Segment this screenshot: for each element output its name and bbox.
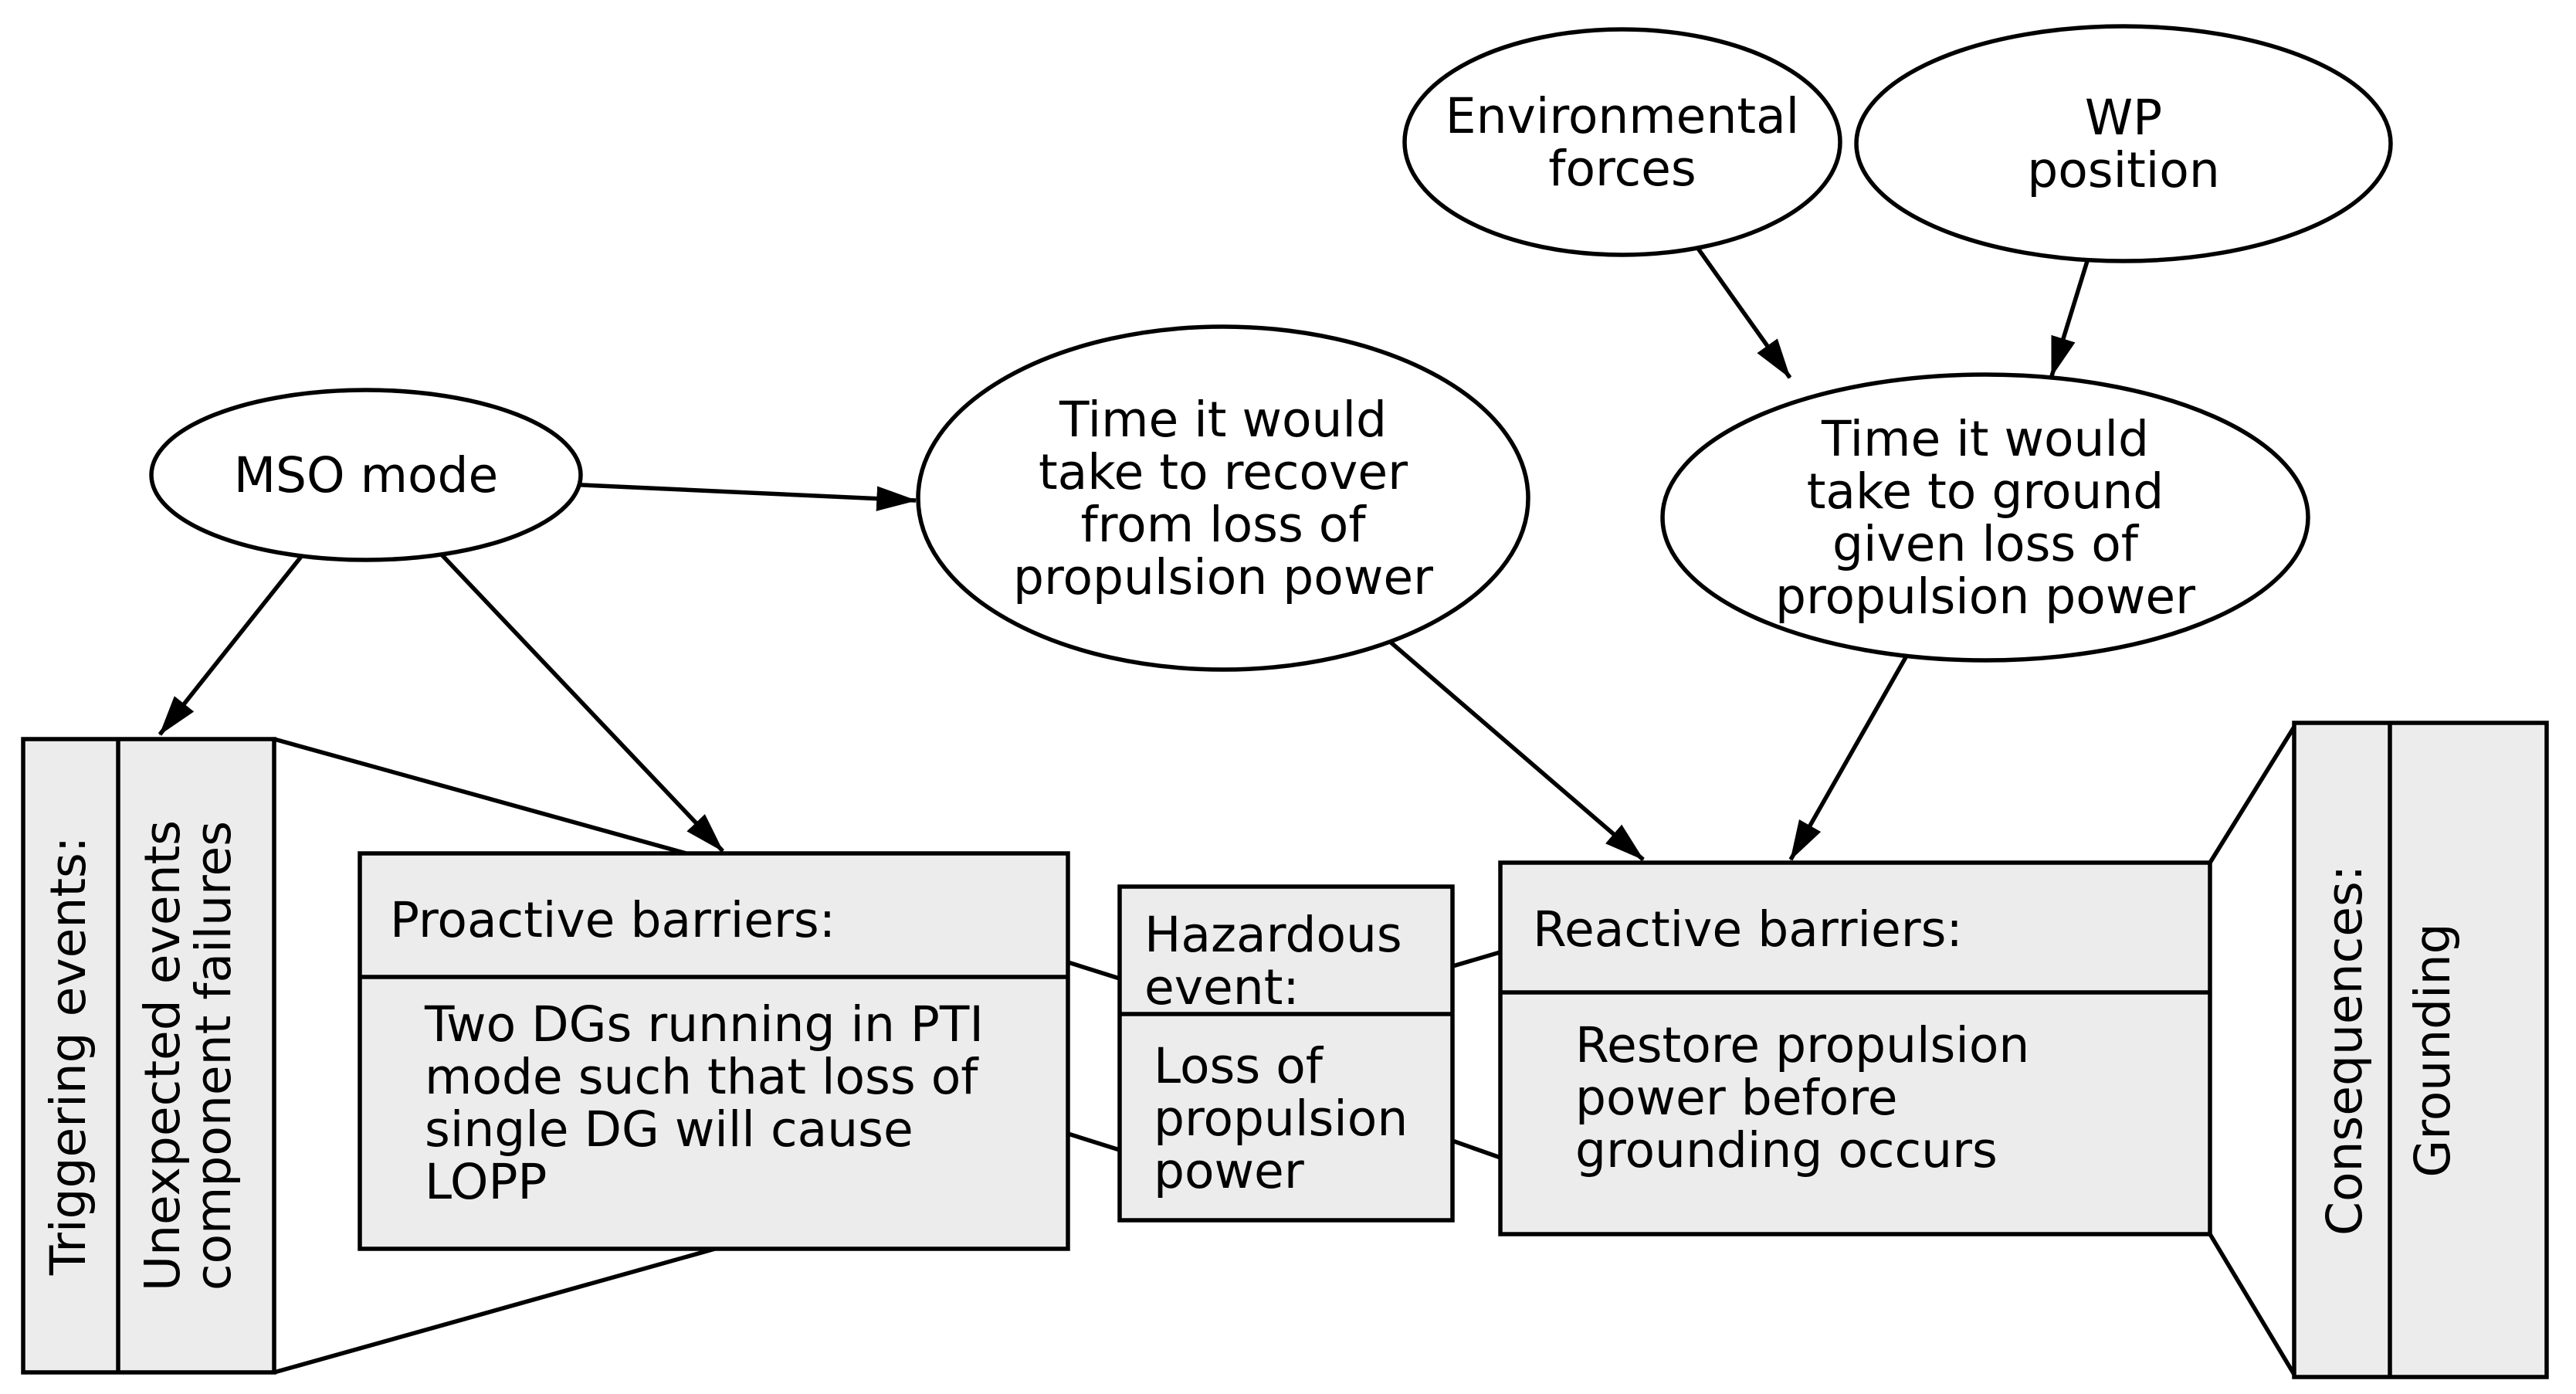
box-consequences: Consequences: Grounding <box>2292 721 2549 1379</box>
time-to-ground-label-line3: given loss of <box>1832 516 2140 572</box>
triggering-events-title: Triggering events: <box>40 836 97 1276</box>
environmental-forces-label-line2: forces <box>1548 141 1696 197</box>
reactive-barriers-content-line2: power before <box>1575 1070 1898 1126</box>
environmental-forces-shape <box>1402 27 1842 257</box>
ellipse-wp-position: WP position <box>1854 24 2393 263</box>
box-triggering-events: Triggering events: Unexpected events com… <box>21 737 276 1375</box>
ellipse-mso-mode: MSO mode <box>149 388 583 562</box>
hazardous-event-title-line2: event: <box>1144 959 1300 1016</box>
connector-proactive-hazardous-bottom <box>1065 1131 1123 1153</box>
proactive-barriers-content-line4: LOPP <box>425 1154 547 1210</box>
consequences-shape <box>2292 721 2549 1379</box>
hazardous-event-title-line1: Hazardous <box>1144 907 1402 963</box>
consequences-content: Grounding <box>2405 923 2461 1177</box>
reactive-barriers-shape <box>1498 860 2212 1236</box>
ellipse-time-to-ground: Time it would take to ground given loss … <box>1660 372 2310 663</box>
proactive-barriers-content-line3: single DG will cause <box>425 1101 913 1158</box>
time-to-ground-label-line4: propulsion power <box>1775 568 2195 625</box>
hazardous-event-content-line3: power <box>1154 1143 1304 1199</box>
box-proactive-barriers: Proactive barriers: Two DGs running in P… <box>358 851 1070 1251</box>
triggering-events-shape <box>21 737 276 1375</box>
proactive-barriers-shape <box>358 851 1070 1251</box>
ellipse-environmental-forces: Environmental forces <box>1402 27 1842 257</box>
time-to-recover-label-line4: propulsion power <box>1013 549 1433 605</box>
box-hazardous-event: Hazardous event: Loss of propulsion powe… <box>1117 884 1455 1223</box>
hazardous-event-content-line1: Loss of <box>1154 1038 1324 1094</box>
connector-hazardous-reactive-bottom <box>1449 1138 1503 1161</box>
hazardous-event-content-line2: propulsion <box>1154 1090 1408 1147</box>
environmental-forces-label-line1: Environmental <box>1446 88 1799 144</box>
proactive-barriers-title: Proactive barriers: <box>390 892 836 948</box>
time-to-ground-label-line1: Time it would <box>1821 411 2149 467</box>
reactive-barriers-content-line3: grounding occurs <box>1575 1122 1998 1179</box>
time-to-recover-label-line3: from loss of <box>1080 497 1367 553</box>
mso-mode-shape <box>149 388 583 562</box>
mso-mode-label: MSO mode <box>234 447 499 504</box>
reactive-barriers-content-line1: Restore propulsion <box>1575 1017 2029 1073</box>
time-to-ground-shape <box>1660 372 2310 663</box>
box-reactive-barriers: Reactive barriers: Restore propulsion po… <box>1498 860 2212 1236</box>
reactive-barriers-title: Reactive barriers: <box>1533 901 1963 958</box>
time-to-ground-label-line2: take to ground <box>1807 463 2164 520</box>
wp-position-label-line2: position <box>2027 142 2220 198</box>
ellipse-time-to-recover: Time it would take to recover from loss … <box>916 324 1530 672</box>
funnel-reactive-to-consequences-bottom <box>2208 1233 2298 1379</box>
proactive-barriers-content-line1: Two DGs running in PTI <box>424 996 984 1053</box>
funnel-triggering-to-proactive-bottom <box>273 1245 721 1375</box>
proactive-barriers-content-line2: mode such that loss of <box>425 1049 979 1105</box>
connector-proactive-hazardous-top <box>1065 959 1123 982</box>
time-to-recover-shape <box>916 324 1530 672</box>
triggering-events-content-line2: component failures <box>185 821 242 1291</box>
funnel-reactive-to-consequences-top <box>2208 723 2298 864</box>
wp-position-shape <box>1854 24 2393 263</box>
time-to-recover-label-line1: Time it would <box>1059 392 1387 448</box>
time-to-recover-label-line2: take to recover <box>1039 444 1408 500</box>
connector-hazardous-reactive-top <box>1449 949 1503 969</box>
funnel-triggering-to-proactive-top <box>273 737 693 857</box>
triggering-events-content-line1: Unexpected events <box>134 820 191 1291</box>
hazardous-event-shape <box>1117 884 1455 1223</box>
consequences-title: Consequences: <box>2317 865 2373 1236</box>
wp-position-label-line1: WP <box>2085 90 2162 146</box>
